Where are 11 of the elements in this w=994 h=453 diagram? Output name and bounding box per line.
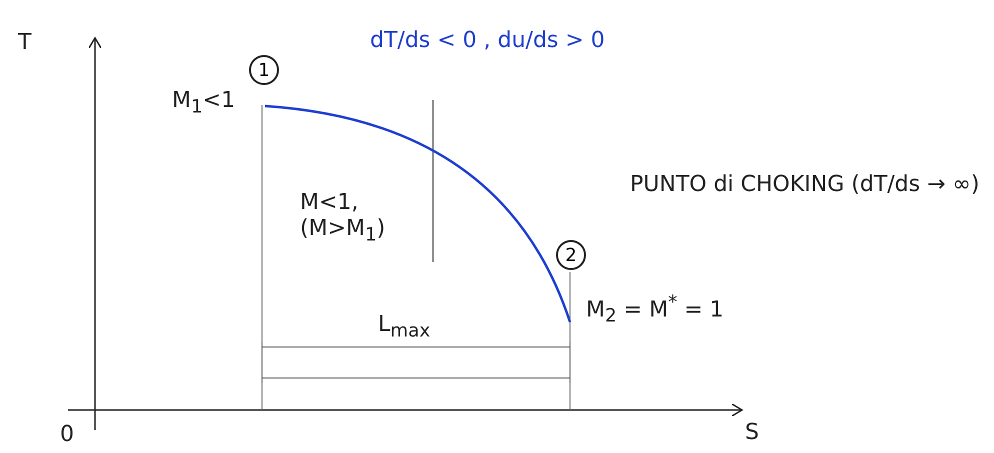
dimension-label: L$_{max}$: [378, 312, 430, 342]
mach-label: M$_{2}$ = M$^{*}$ = 1: [586, 292, 724, 328]
axis-label: S: [745, 420, 759, 446]
note: PUNTO di CHOKING (dT/ds → ∞): [630, 172, 980, 198]
circled-number: 1: [249, 55, 279, 85]
mach-label: M$_{1}$<1: [172, 88, 236, 118]
circled-number: 2: [556, 240, 586, 270]
origin-label: 0: [60, 422, 74, 448]
axis-label: T: [18, 30, 32, 56]
formula: dT/ds < 0 , du/ds > 0: [370, 28, 605, 54]
region-label: M<1, (M>M$_{1}$): [300, 190, 386, 247]
